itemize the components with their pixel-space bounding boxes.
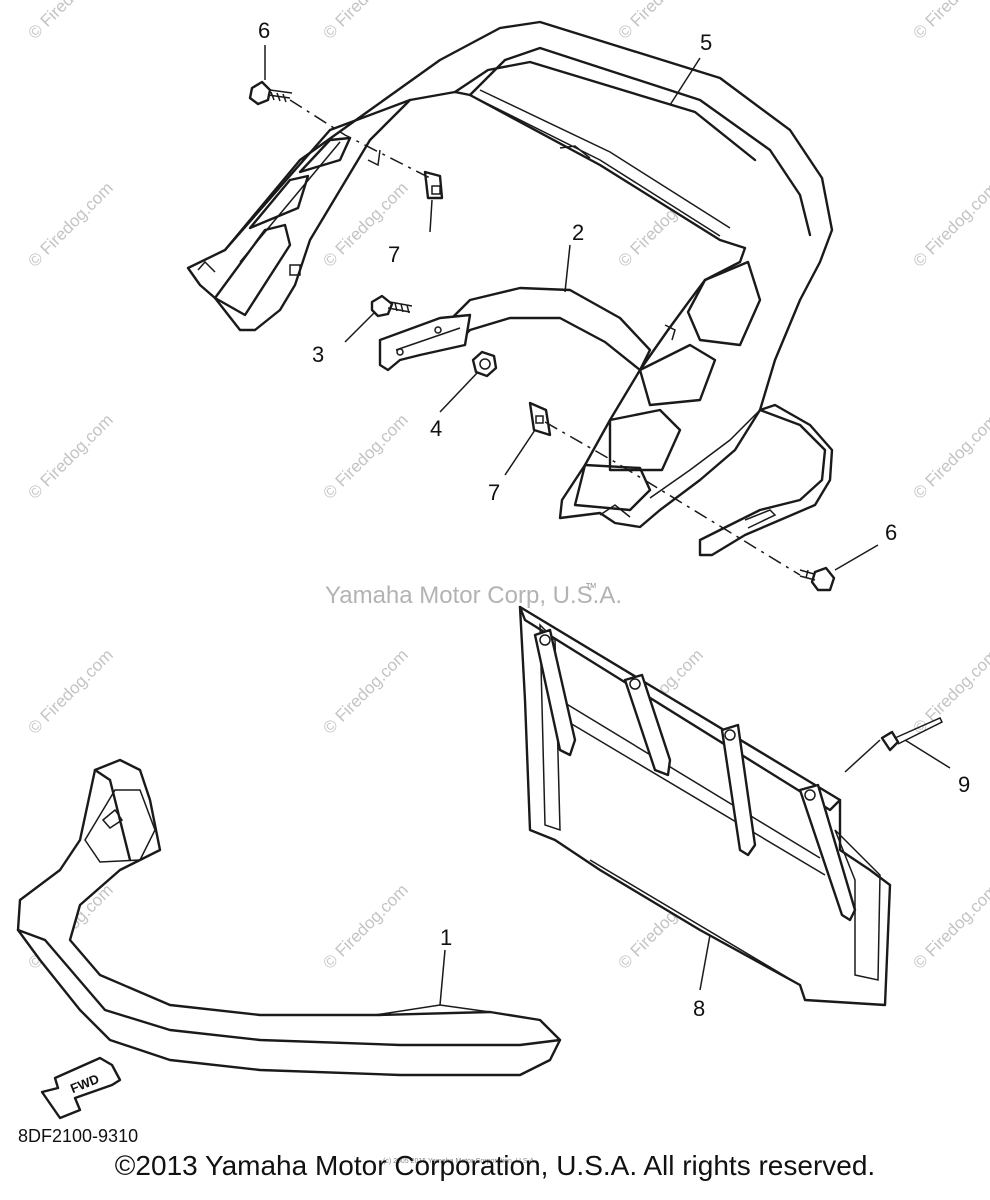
- callout-6-upper: 6: [258, 18, 270, 43]
- watermark: © Firedog.com: [614, 0, 706, 43]
- hardware-bolt-3: [370, 294, 413, 318]
- watermark: © Firedog.com: [319, 410, 411, 502]
- watermark: © Firedog.com: [319, 0, 411, 43]
- part-2-subframe-tube: [378, 286, 834, 557]
- hardware-bolt-6-upper: [248, 80, 293, 106]
- forward-arrow-icon: FWD: [40, 1056, 122, 1120]
- hardware-bolt-6-lower: [799, 566, 836, 592]
- watermark: © Firedog.com: [909, 0, 990, 43]
- diagram-part-number: 8DF2100-9310: [18, 1126, 138, 1146]
- callout-2: 2: [572, 220, 584, 245]
- callout-4: 4: [430, 416, 442, 441]
- watermark: © Firedog.com: [909, 880, 990, 972]
- hardware-rivet-9: [880, 717, 944, 752]
- hardware-clip-7-upper: [423, 170, 444, 200]
- callout-1: 1: [440, 925, 452, 950]
- part-5-carrier-frame: [186, 20, 834, 529]
- callouts: 6 5 7 2 3 4 7 6 9 1 8: [258, 18, 970, 1021]
- watermark: © Firedog.com: [909, 410, 990, 502]
- callout-3: 3: [312, 342, 324, 367]
- watermark: © Firedog.com: [24, 410, 116, 502]
- center-watermark: Yamaha Motor Corp, U.S.A.: [325, 582, 622, 609]
- watermark: © Firedog.com: [319, 880, 411, 972]
- watermark: © Firedog.com: [24, 645, 116, 737]
- watermark-layer: © Firedog.com © Firedog.com © Firedog.co…: [24, 0, 990, 973]
- leader-lines: [264, 45, 951, 1006]
- callout-7-upper: 7: [388, 242, 400, 267]
- hardware-clip-7-lower: [528, 401, 552, 437]
- watermark: © Firedog.com: [909, 178, 990, 270]
- hardware-nut-4: [471, 350, 498, 378]
- callout-6-lower: 6: [885, 520, 897, 545]
- watermark: © Firedog.com: [909, 645, 990, 737]
- part-1-front-bumper: [16, 758, 562, 1077]
- callout-5: 5: [700, 30, 712, 55]
- callout-7-lower: 7: [488, 480, 500, 505]
- watermark: © Firedog.com: [319, 645, 411, 737]
- trademark-mark: TM: [586, 583, 596, 590]
- small-print: (c) 2005 2015 Yamaha Motor Corporation, …: [383, 1158, 536, 1165]
- callout-8: 8: [693, 996, 705, 1021]
- watermark: © Firedog.com: [24, 178, 116, 270]
- callout-9: 9: [958, 772, 970, 797]
- part-8-mud-guard: [518, 605, 892, 1007]
- copyright-notice: ©2013 Yamaha Motor Corporation, U.S.A. A…: [114, 1150, 876, 1181]
- watermark: © Firedog.com: [24, 0, 116, 43]
